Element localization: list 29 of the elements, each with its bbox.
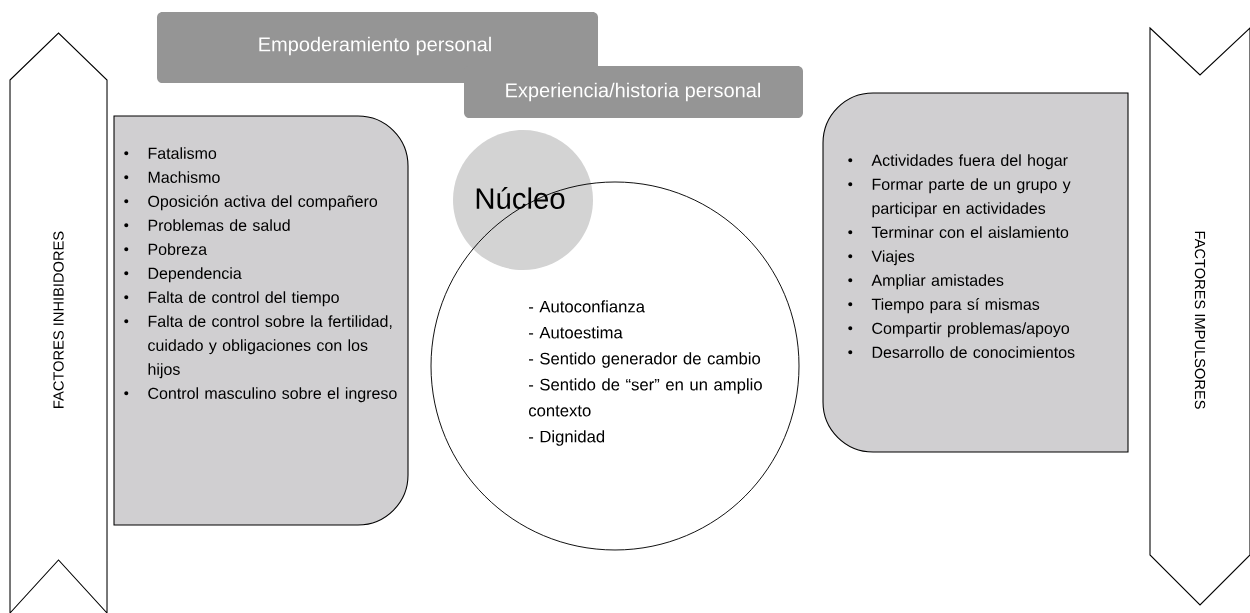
chevron-band: FACTORES IMPULSORES	[1149, 26, 1250, 606]
list-item: Terminar con el aislamiento	[848, 226, 1069, 238]
list-item: Oposición activa del compañero	[124, 195, 378, 211]
list-item: Pobreza	[124, 243, 208, 255]
list-item: Dependencia	[124, 267, 242, 283]
title-bar: Empoderamiento personal	[157, 12, 598, 83]
list-item: - Sentido generador de cambio	[529, 352, 761, 368]
list-item: - Dignidad	[529, 430, 605, 446]
list-panel	[113, 115, 409, 526]
list-item: - Autoestima	[529, 326, 623, 339]
list-item: Formar parte de un grupo y participar en actividades	[848, 178, 1071, 218]
list-item: Falta de control sobre la fertilidad, cuidado y obligaciones con los hijos	[124, 315, 392, 379]
list-item: Ampliar amistades	[848, 274, 1004, 290]
chevron-band: FACTORES INHIBIDORES	[9, 32, 108, 613]
list-item: Desarrollo de conocimientos	[848, 346, 1075, 358]
list-item: - Autoconfianza	[529, 300, 645, 313]
list-item: Control masculino sobre el ingreso	[124, 387, 397, 403]
list-item: Tiempo para sí mismas	[848, 298, 1040, 314]
list-item: Machismo	[124, 171, 220, 183]
list-panel	[822, 92, 1129, 453]
list-item: Viajes	[848, 250, 915, 266]
circle-outline	[430, 181, 800, 551]
list-item: Compartir problemas/apoyo	[848, 322, 1070, 338]
title-bar: Experiencia/historia personal	[464, 66, 803, 118]
list-item: - Sentido de “ser” en un amplio contexto	[529, 378, 762, 417]
list-item: Problemas de salud	[124, 219, 290, 231]
list-item: Actividades fuera del hogar	[848, 154, 1068, 170]
list-item: Falta de control del tiempo	[124, 291, 339, 307]
list-item: Fatalismo	[124, 147, 217, 159]
